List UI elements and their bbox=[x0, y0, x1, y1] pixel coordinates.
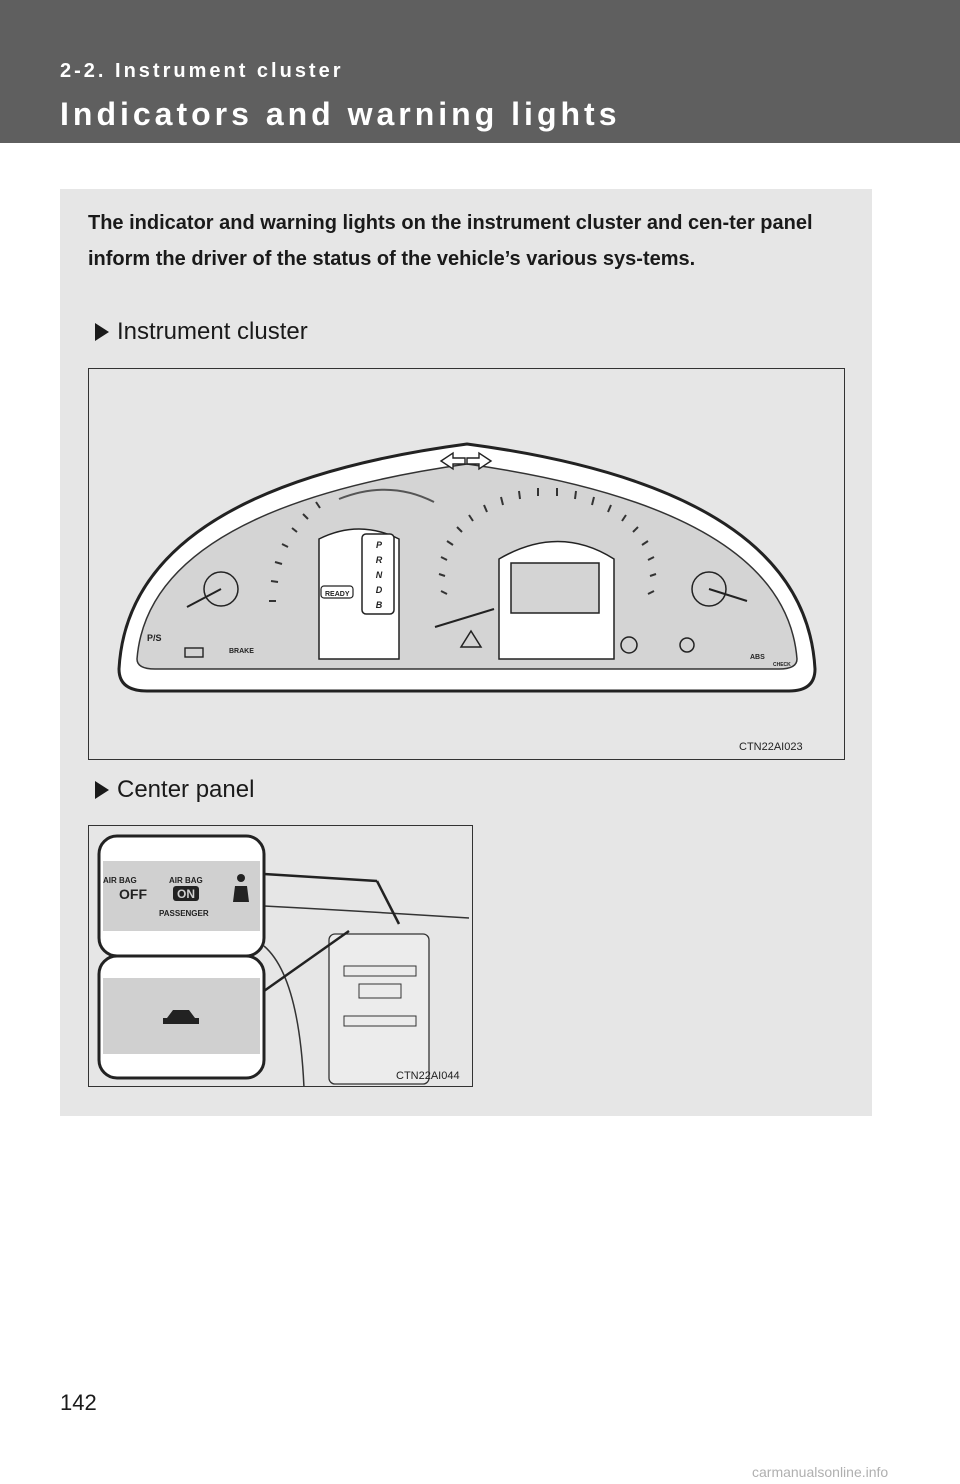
airbag-on-label: ON bbox=[177, 887, 195, 901]
audio-display bbox=[358, 983, 402, 999]
instrument-cluster-figure: P/S BRAKE ABS CHECK READY P R N D B CTN2… bbox=[88, 368, 845, 760]
dash-top-line bbox=[263, 905, 470, 919]
master-warning-icon bbox=[459, 629, 483, 648]
temp-gauge-needle bbox=[186, 588, 222, 608]
airbag-left-label: AIR BAG bbox=[103, 876, 137, 885]
dash-left-edge bbox=[263, 945, 305, 1086]
figure-code: CTN22AI044 bbox=[396, 1070, 460, 1082]
climate-controls bbox=[343, 1015, 417, 1027]
low-fuel-icon bbox=[679, 637, 695, 653]
triangle-bullet-icon bbox=[95, 781, 109, 799]
leader-line-top-end bbox=[375, 880, 401, 925]
gear-p: P bbox=[376, 540, 383, 550]
subheading-text: Center panel bbox=[117, 776, 255, 803]
instrument-cluster-drawing: P/S BRAKE ABS CHECK READY P R N D B bbox=[117, 442, 817, 693]
airbag-on-badge bbox=[173, 886, 199, 901]
section-label: 2-2. Instrument cluster bbox=[60, 60, 344, 82]
center-panel-figure: AIR BAG OFF AIR BAG ON PASSENGER CTN22AI… bbox=[88, 825, 473, 1087]
turn-left-arrow-icon bbox=[439, 451, 466, 471]
ps-label: P/S bbox=[147, 633, 162, 643]
speedometer-ticks bbox=[438, 488, 657, 595]
car-security-icon bbox=[163, 1010, 199, 1024]
intro-paragraph: The indicator and warning lights on the … bbox=[88, 212, 813, 270]
passenger-label: PASSENGER bbox=[159, 909, 209, 918]
power-meter-ticks bbox=[269, 501, 321, 602]
airbag-off-label: OFF bbox=[119, 886, 147, 902]
gear-d: D bbox=[376, 585, 383, 595]
center-console bbox=[328, 933, 430, 1085]
check-label: CHECK bbox=[773, 662, 791, 668]
seatbelt-reminder-icon bbox=[237, 874, 245, 882]
gear-b: B bbox=[376, 600, 383, 610]
subheading-instrument-cluster: Instrument cluster bbox=[95, 318, 308, 346]
abs-label: ABS bbox=[750, 654, 765, 661]
center-panel-drawing: AIR BAG OFF AIR BAG ON PASSENGER bbox=[97, 834, 470, 1086]
gear-r: R bbox=[376, 555, 383, 565]
brake-warning-icon bbox=[620, 636, 638, 654]
figure-code: CTN22AI023 bbox=[739, 741, 803, 753]
leader-line-bottom bbox=[263, 929, 350, 993]
airbag-right-label: AIR BAG bbox=[169, 876, 203, 885]
power-meter-arc bbox=[338, 488, 435, 503]
chapter-header: 2-2. Instrument cluster Indicators and w… bbox=[0, 0, 960, 143]
brake-label: BRAKE bbox=[229, 648, 254, 655]
page-number: 142 bbox=[60, 1390, 97, 1415]
leader-line-top bbox=[263, 872, 378, 883]
cluster-face bbox=[136, 463, 798, 670]
ready-badge bbox=[320, 585, 354, 599]
subheading-center-panel: Center panel bbox=[95, 776, 254, 804]
battery-icon bbox=[184, 647, 204, 658]
subheading-text: Instrument cluster bbox=[117, 318, 308, 345]
ready-label: READY bbox=[325, 591, 350, 598]
gear-n: N bbox=[376, 570, 383, 580]
audio-slot bbox=[343, 965, 417, 977]
speedometer-needle bbox=[434, 608, 495, 628]
triangle-bullet-icon bbox=[95, 323, 109, 341]
turn-right-arrow-icon bbox=[466, 451, 493, 471]
watermark: carmanualsonline.info bbox=[752, 1464, 889, 1480]
page-title: Indicators and warning lights bbox=[60, 96, 621, 132]
multi-info-display bbox=[510, 562, 600, 614]
fuel-gauge-needle bbox=[708, 588, 748, 602]
shift-indicator-box bbox=[361, 533, 395, 615]
